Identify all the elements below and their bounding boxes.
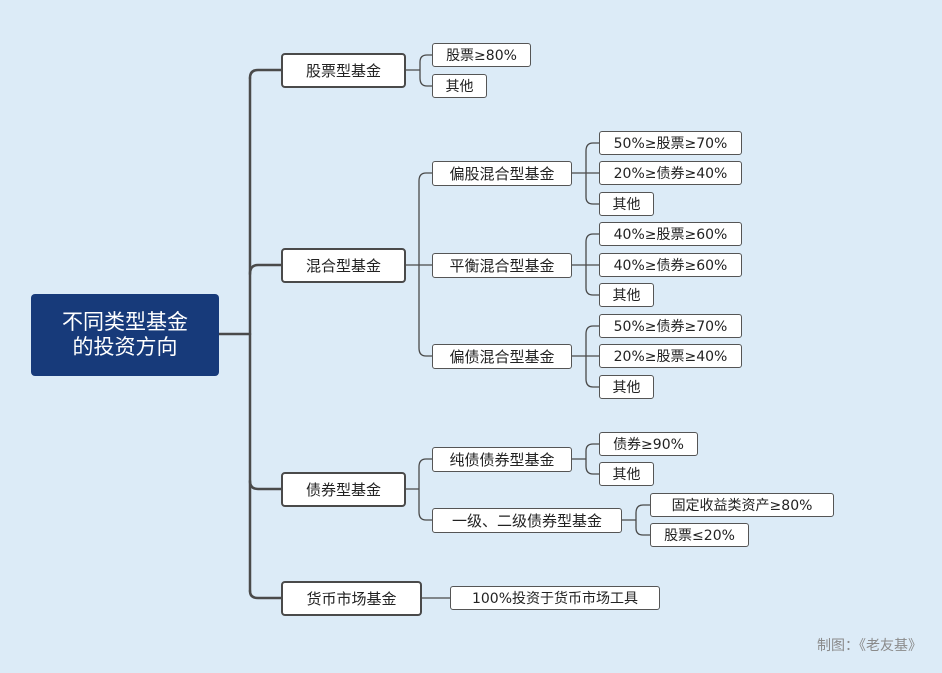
leaf-tiered-bond-2: 股票≤20% xyxy=(650,523,749,547)
branch-bond xyxy=(248,479,283,491)
stock-connector xyxy=(405,54,433,87)
branch-stock xyxy=(248,68,283,80)
branch-money xyxy=(248,589,283,600)
node-balanced-hybrid: 平衡混合型基金 xyxy=(432,253,572,278)
node-stock-fund: 股票型基金 xyxy=(281,53,406,88)
balanced-connector xyxy=(571,233,600,296)
tiered-bond-connector xyxy=(621,504,651,536)
node-money-fund: 货币市场基金 xyxy=(281,581,422,616)
leaf-pure-bond-1: 债券≥90% xyxy=(599,432,698,456)
node-tiered-bond: 一级、二级债券型基金 xyxy=(432,508,622,533)
hybrid-connector xyxy=(405,172,433,357)
bond-connector xyxy=(405,458,433,521)
leaf-bond-biased-1: 50%≥债券≥70% xyxy=(599,314,742,338)
leaf-stock-biased-3: 其他 xyxy=(599,192,654,216)
node-pure-bond: 纯债债券型基金 xyxy=(432,447,572,472)
leaf-bond-biased-3: 其他 xyxy=(599,375,654,399)
leaf-balanced-2: 40%≥债券≥60% xyxy=(599,253,742,277)
root-title-line2: 的投资方向 xyxy=(72,335,178,359)
leaf-money-1: 100%投资于货币市场工具 xyxy=(450,586,660,610)
stock-biased-connector xyxy=(571,142,600,205)
leaf-balanced-3: 其他 xyxy=(599,283,654,307)
credit-text: 制图：《老友基》 xyxy=(817,638,922,654)
node-bond-biased-hybrid: 偏债混合型基金 xyxy=(432,344,572,369)
leaf-balanced-1: 40%≥股票≥60% xyxy=(599,222,742,246)
bond-biased-connector xyxy=(571,325,600,388)
root-title-line1: 不同类型基金 xyxy=(62,310,188,334)
leaf-stock-1: 股票≥80% xyxy=(432,43,531,67)
node-hybrid-fund: 混合型基金 xyxy=(281,248,406,283)
leaf-stock-2: 其他 xyxy=(432,74,487,98)
leaf-bond-biased-2: 20%≥股票≥40% xyxy=(599,344,742,368)
leaf-pure-bond-2: 其他 xyxy=(599,462,654,486)
node-bond-fund: 债券型基金 xyxy=(281,472,406,507)
node-stock-biased-hybrid: 偏股混合型基金 xyxy=(432,161,572,186)
root-node: 不同类型基金 的投资方向 xyxy=(31,294,219,376)
leaf-tiered-bond-1: 固定收益类资产≥80% xyxy=(650,493,834,517)
leaf-stock-biased-2: 20%≥债券≥40% xyxy=(599,161,742,185)
leaf-stock-biased-1: 50%≥股票≥70% xyxy=(599,131,742,155)
branch-hybrid xyxy=(248,263,283,276)
pure-bond-connector xyxy=(571,443,600,475)
